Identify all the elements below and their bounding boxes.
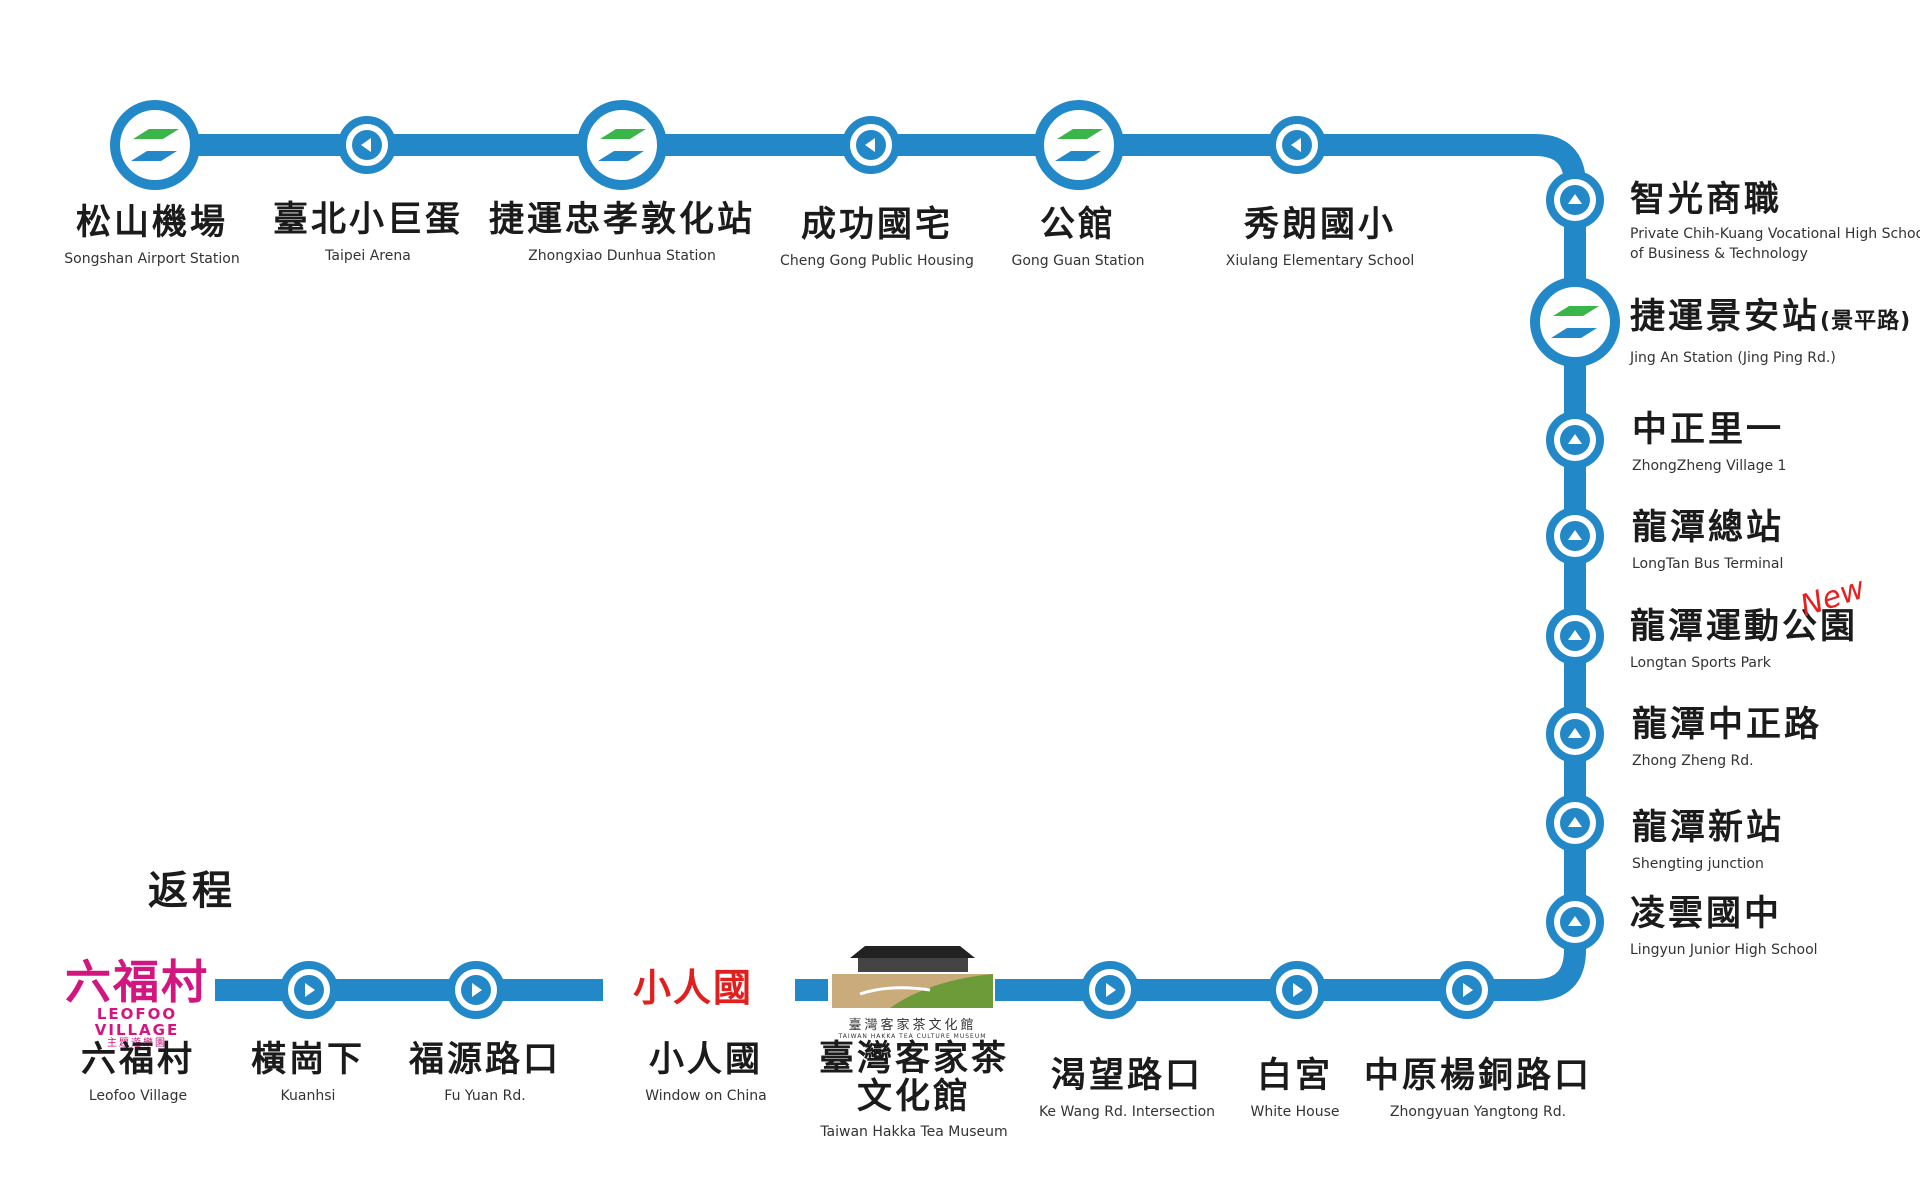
page-title: 返程 (148, 868, 236, 914)
station-marker-zhong-zheng-rd (1550, 709, 1600, 759)
station-label-gong-guan: 公館 Gong Guan Station (1011, 205, 1145, 269)
station-label-lingyun: 凌雲國中 Lingyun Junior High School (1630, 894, 1818, 958)
station-label-ke-wang: 渴望路口 Ke Wang Rd. Intersection (1038, 1056, 1216, 1120)
station-label-jing-an: 捷運景安站(景平路) Jing An Station (Jing Ping Rd… (1630, 297, 1912, 366)
station-marker-white-house (1272, 965, 1322, 1015)
window-on-china-logo: 小人國 (632, 966, 753, 1010)
station-label-fu-yuan: 福源路口 Fu Yuan Rd. (408, 1040, 562, 1104)
station-label-white-house: 白宮 White House (1250, 1056, 1340, 1120)
hakka-tea-museum-logo: 臺灣客家茶文化館 TAIWAN HAKKA TEA CULTURE MUSEUM (830, 946, 995, 1040)
station-marker-songshan (115, 105, 195, 185)
station-marker-cheng-gong (846, 120, 896, 170)
station-marker-ke-wang (1085, 965, 1135, 1015)
route-line (155, 134, 1586, 1001)
station-label-chih-kuang: 智光商職 Private Chih-Kuang Vocational High … (1630, 180, 1920, 262)
station-marker-longtan-sports-park (1550, 611, 1600, 661)
station-label-kuanhsi: 橫崗下 Kuanhsi (250, 1040, 366, 1104)
station-label-hakka-tea-museum: 臺灣客家茶 文化館 Taiwan Hakka Tea Museum (818, 1039, 1010, 1140)
station-label-shengting: 龍潭新站 Shengting junction (1632, 808, 1785, 872)
station-label-window-on-china: 小人國 Window on China (645, 1040, 767, 1104)
station-marker-fu-yuan (451, 965, 501, 1015)
hakka-museum-building-icon (832, 946, 993, 1008)
station-marker-jing-an (1535, 282, 1615, 362)
station-marker-longtan-terminal (1550, 511, 1600, 561)
station-label-zhongxiao: 捷運忠孝敦化站 Zhongxiao Dunhua Station (488, 200, 756, 264)
station-marker-zhongxiao (582, 105, 662, 185)
station-label-cheng-gong: 成功國宅 Cheng Gong Public Housing (780, 205, 974, 269)
station-label-longtan-terminal: 龍潭總站 LongTan Bus Terminal (1632, 508, 1785, 572)
station-label-zhongzheng-village: 中正里一 ZhongZheng Village 1 (1632, 410, 1787, 474)
station-label-zhong-zheng-rd: 龍潭中正路 Zhong Zheng Rd. (1632, 705, 1823, 769)
station-marker-shengting (1550, 798, 1600, 848)
station-marker-kuanhsi (284, 965, 334, 1015)
station-marker-chih-kuang (1550, 175, 1600, 225)
station-label-longtan-sports-park: 龍潭運動公園 Longtan Sports Park (1630, 607, 1859, 671)
station-marker-gong-guan (1039, 105, 1119, 185)
station-label-zhongyuan: 中原楊銅路口 Zhongyuan Yangtong Rd. (1363, 1056, 1593, 1120)
station-label-taipei-arena: 臺北小巨蛋 Taipei Arena (272, 200, 464, 264)
leofoo-village-logo: 六福村 LEOFOO VILLAGE 主題遊樂園 (65, 955, 209, 1049)
station-marker-zhongzheng-village (1550, 415, 1600, 465)
station-label-songshan: 松山機場 Songshan Airport Station (64, 203, 240, 267)
station-marker-lingyun (1550, 897, 1600, 947)
station-marker-taipei-arena (342, 120, 392, 170)
station-label-xiulang: 秀朗國小 Xiulang Elementary School (1225, 205, 1415, 269)
station-marker-zhongyuan (1442, 965, 1492, 1015)
station-label-leofoo: 六福村 Leofoo Village (80, 1040, 196, 1104)
station-marker-xiulang (1272, 120, 1322, 170)
